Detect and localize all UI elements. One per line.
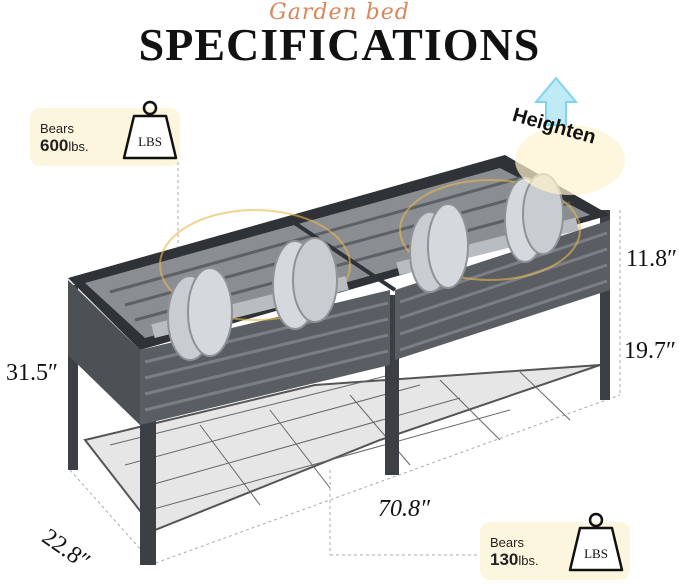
heighten-arrow-icon xyxy=(533,76,579,126)
lower-shelf xyxy=(83,364,601,532)
dumbbell-left xyxy=(151,209,351,361)
weight-badge-top: Bears 600lbs. LBS xyxy=(30,100,180,166)
badge-bottom-label: Bears xyxy=(490,535,524,550)
dimension-leg-height: 19.7″ xyxy=(624,338,676,364)
weight-icon xyxy=(122,100,178,160)
badge-bottom-text: Bears 130lbs. xyxy=(490,534,539,569)
page-title: SPECIFICATIONS xyxy=(138,19,541,70)
heighten-glow xyxy=(515,125,625,195)
weight-icon xyxy=(568,512,624,572)
dimension-length: 70.8″ xyxy=(378,496,430,522)
badge-top-label: Bears xyxy=(40,121,74,136)
dumbbell-right xyxy=(396,173,581,293)
badge-top-unit: lbs. xyxy=(68,139,89,154)
weight-badge-bottom: Bears 130lbs. LBS xyxy=(480,512,630,580)
badge-top-text: Bears 600lbs. xyxy=(40,120,89,155)
badge-top-value: 600 xyxy=(40,136,69,155)
weight-icon-text-top: LBS xyxy=(138,134,162,149)
badge-bottom-unit: lbs. xyxy=(518,553,539,568)
dimension-bed-height: 11.8″ xyxy=(626,246,678,272)
dimension-total-height: 31.5″ xyxy=(6,360,58,386)
script-subtitle: Garden bed xyxy=(269,0,410,25)
badge-bottom-value: 130 xyxy=(490,550,519,569)
bed-side-panel xyxy=(68,280,140,425)
weight-icon-text-bottom: LBS xyxy=(584,546,608,561)
